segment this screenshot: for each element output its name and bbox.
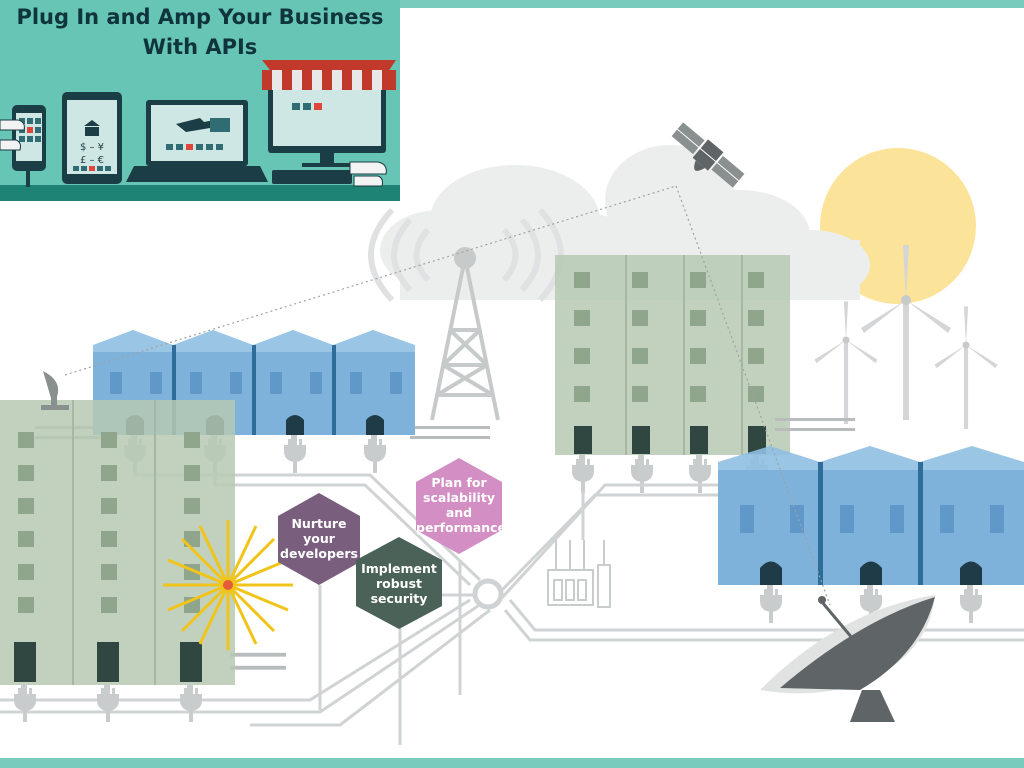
label-nurture-developers: Nurture your developers xyxy=(278,516,360,561)
cable-junction xyxy=(472,578,504,610)
laptop-icon xyxy=(126,100,268,182)
banner-title-line-1: Plug In and Amp Your Business xyxy=(16,5,384,29)
label-implement-security: Implement robust security xyxy=(356,561,442,606)
label-line: Plan for xyxy=(431,475,487,490)
hexagon-plan-scalability xyxy=(416,458,502,554)
top-frame-bar xyxy=(0,0,1024,8)
currency-dollar-yen: $ – ¥ xyxy=(80,142,104,153)
bottom-frame-bar xyxy=(0,758,1024,768)
spark-icon xyxy=(163,520,293,650)
banner-devices: $ – ¥ £ – € xyxy=(0,60,400,201)
power-plug-icon xyxy=(14,684,202,722)
green-building-left xyxy=(0,400,235,685)
satellite-icon xyxy=(671,122,745,188)
tablet-icon: $ – ¥ £ – € xyxy=(62,92,122,184)
label-line: Nurture xyxy=(291,516,347,531)
satellite-dish-icon xyxy=(760,595,935,722)
label-line: Implement xyxy=(361,561,437,576)
radio-tower-icon xyxy=(430,247,500,421)
currency-pound-euro: £ – € xyxy=(80,155,104,166)
label-plan-scalability: Plan for scalability and performance xyxy=(416,475,507,535)
label-line: performance xyxy=(416,520,507,535)
blue-building-right xyxy=(718,446,1024,585)
hexagon-implement-security xyxy=(356,537,442,629)
banner-title: Plug In and Amp Your Business With APIs xyxy=(0,2,400,62)
label-line: robust xyxy=(375,576,422,591)
label-line: developers xyxy=(280,546,358,561)
hand-icon xyxy=(0,119,25,151)
signal-lines xyxy=(64,185,831,606)
label-line: your xyxy=(303,531,335,546)
label-line: scalability xyxy=(423,490,495,505)
storefront-monitor-icon xyxy=(262,60,396,187)
hexagon-nurture-developers xyxy=(278,493,360,585)
green-building-right xyxy=(555,255,790,455)
transformer-icon xyxy=(547,540,611,608)
satellite-dish-icon xyxy=(41,371,69,410)
api-banner: Plug In and Amp Your Business With APIs … xyxy=(0,0,400,201)
label-line: and xyxy=(445,505,473,520)
label-line: security xyxy=(370,591,428,606)
banner-title-line-2: With APIs xyxy=(142,35,258,59)
